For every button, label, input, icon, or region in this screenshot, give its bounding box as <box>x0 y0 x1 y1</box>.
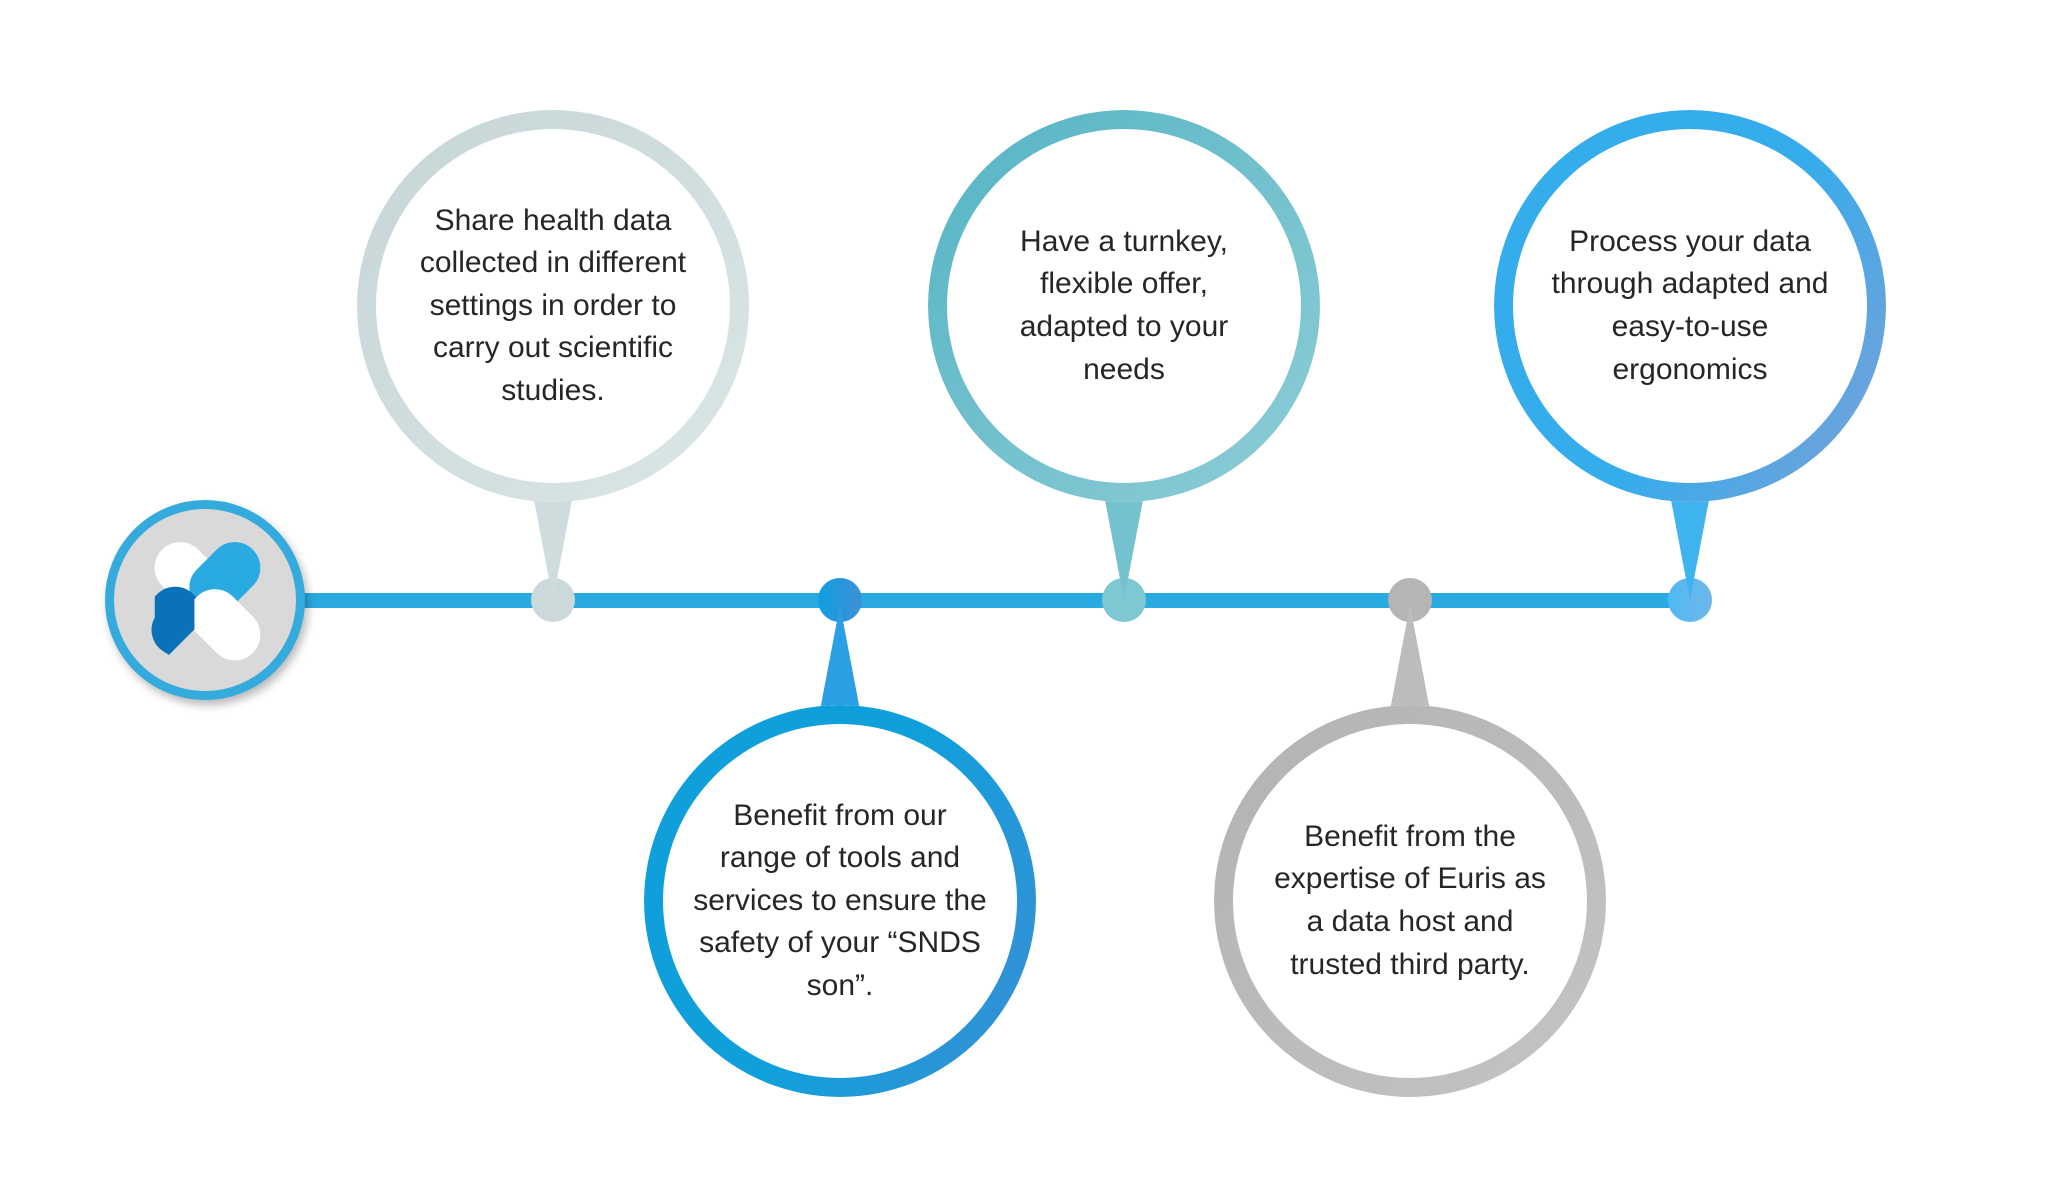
callout-share-health-data[interactable]: Share health data collected in different… <box>357 110 749 502</box>
callout-ring <box>357 110 749 502</box>
euris-chain-link-logo[interactable] <box>105 500 305 700</box>
callout-ring <box>1494 110 1886 502</box>
callout-text: Have a turnkey, flexible offer, adapted … <box>1019 224 1229 386</box>
callout-euris-expertise[interactable]: Benefit from the expertise of Euris as a… <box>1214 705 1606 1097</box>
callout-ring <box>644 705 1036 1097</box>
callout-text: Process your data through adapted and ea… <box>1551 224 1829 386</box>
callout-text: Share health data collected in different… <box>419 203 687 407</box>
callout-text: Benefit from the expertise of Euris as a… <box>1274 819 1546 981</box>
timeline-rail <box>300 593 1692 608</box>
callout-ring <box>928 110 1320 502</box>
callout-snds-safety[interactable]: Benefit from our range of tools and serv… <box>644 705 1036 1097</box>
callout-text: Benefit from our range of tools and serv… <box>693 798 987 1002</box>
callout-turnkey-offer[interactable]: Have a turnkey, flexible offer, adapted … <box>928 110 1320 502</box>
callout-ring <box>1214 705 1606 1097</box>
callout-process-data[interactable]: Process your data through adapted and ea… <box>1494 110 1886 502</box>
chain-link-icon <box>151 542 261 661</box>
